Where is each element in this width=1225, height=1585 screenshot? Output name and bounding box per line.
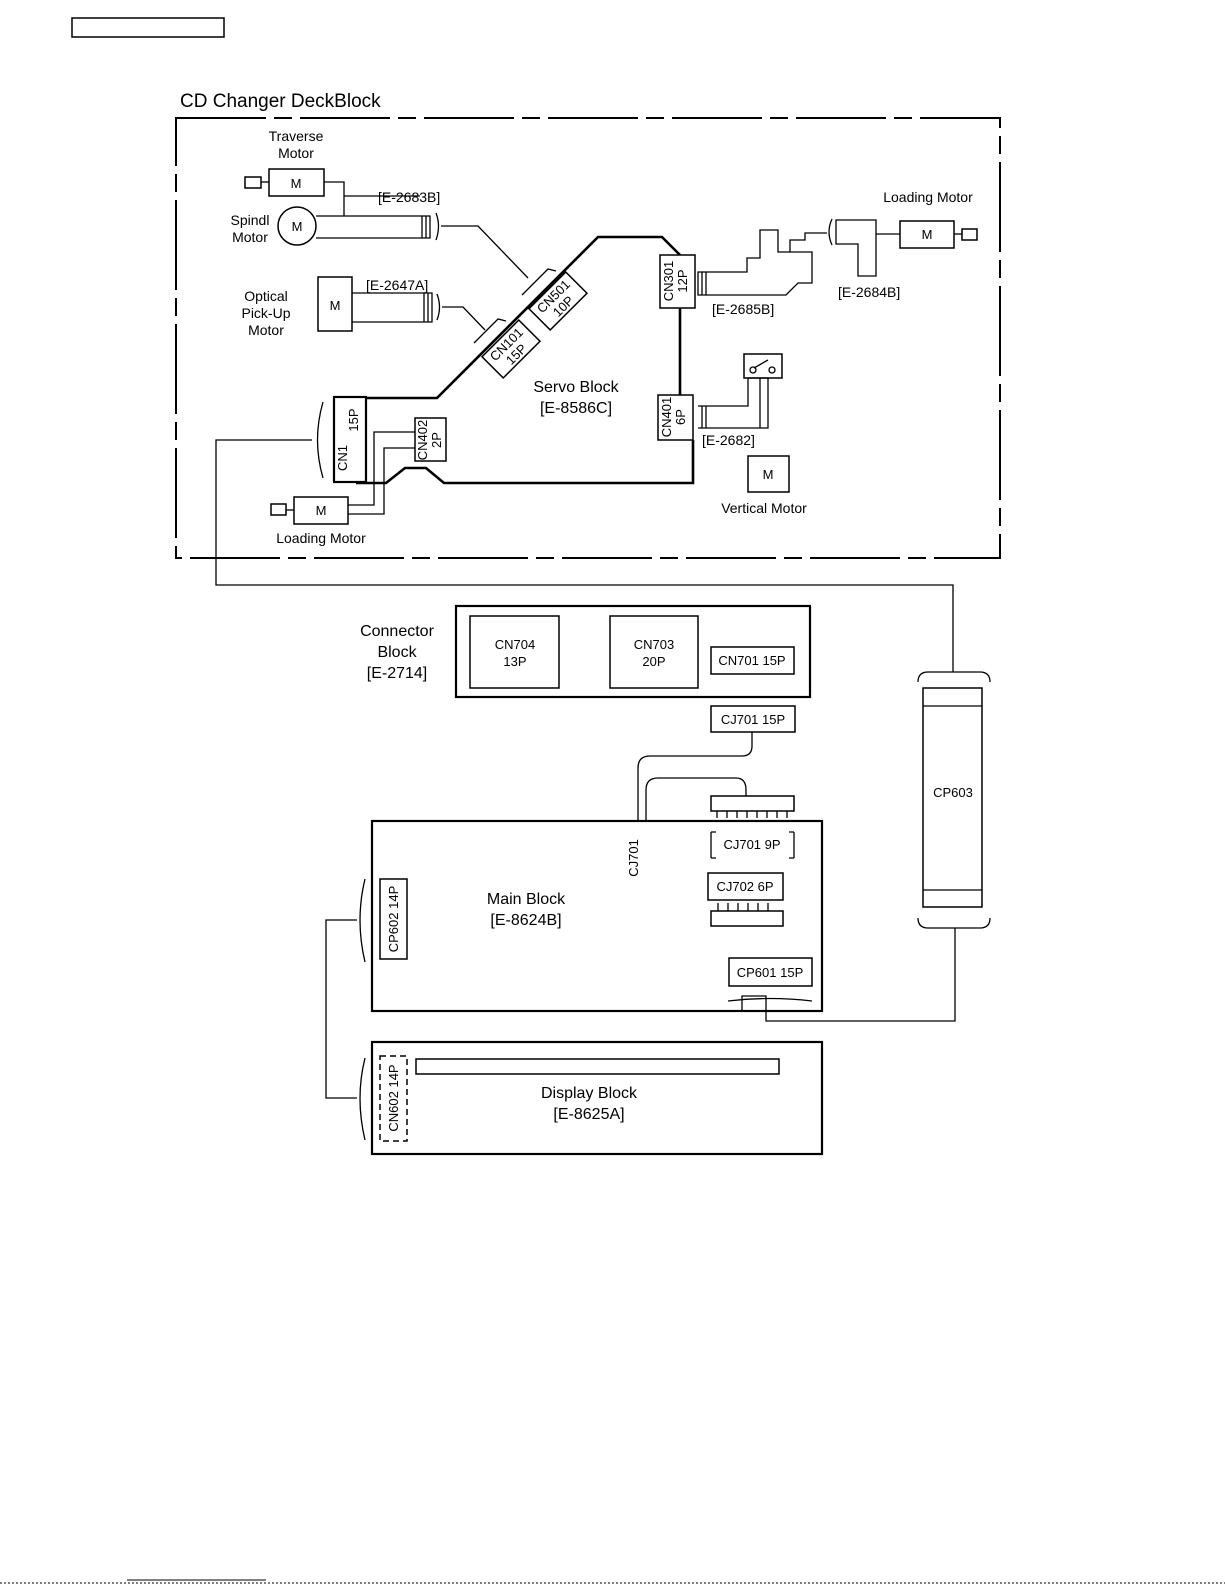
pcb-e2685b: [E-2685B] (712, 301, 774, 317)
loading-motor-right (899, 220, 955, 249)
connector-cj702 (707, 872, 784, 901)
connector-cj701-15p (710, 705, 796, 733)
cj701-vertical-label: CJ701 (626, 839, 641, 877)
connector-cn602 (379, 1055, 408, 1142)
loading-motor-left (293, 496, 349, 525)
connector-cn704 (469, 615, 560, 689)
cn602-label: CN602 14P (386, 1064, 401, 1131)
loading-motor-right-shaft (961, 228, 978, 241)
servo-block-label-2: [E-8586C] (540, 400, 612, 417)
spindle-motor-label-1: Spindl (231, 212, 270, 228)
cn703-pins: 20P (642, 654, 665, 669)
connector-block-label-3: [E-2714] (367, 665, 427, 682)
traverse-motor-label-2: Motor (278, 145, 314, 161)
main-block-label-1: Main Block (487, 891, 566, 908)
cable-cn1-to-cp603 (215, 439, 954, 672)
servo-outline-top (340, 235, 681, 400)
connector-block-label-1: Connector (360, 623, 434, 640)
connector-cn701 (710, 646, 795, 675)
pcb-e2683b: [E-2683B] (378, 189, 440, 205)
connector-block-label-2: Block (377, 644, 417, 661)
svg-text:6P: 6P (673, 409, 688, 425)
display-panel (415, 1058, 780, 1075)
deck-title: CD Changer DeckBlock (180, 91, 381, 112)
cn701-label: CN701 15P (718, 653, 785, 668)
e2685b-flex (697, 229, 813, 296)
spindle-motor-label-2: Motor (232, 229, 268, 245)
cn703-label: CN703 (634, 637, 674, 652)
optical-motor-label-1: Optical (244, 288, 288, 304)
vertical-motor-label: Vertical Motor (721, 500, 807, 516)
connector-cn703 (609, 615, 699, 689)
svg-text:CN301: CN301 (661, 261, 676, 301)
display-block-label-2: [E-8625A] (553, 1106, 624, 1123)
spindle-motor (277, 206, 317, 246)
svg-text:CN401: CN401 (659, 397, 674, 437)
pcb-e2682: [E-2682] (702, 432, 755, 448)
connector-cp603 (922, 687, 983, 908)
vertical-motor-symbol: M (763, 467, 774, 482)
connector-cn301: CN301 12P (659, 254, 696, 309)
cj701-9p-label: CJ701 9P (723, 837, 780, 852)
optical-motor (317, 276, 353, 332)
connector-cn1: CN1 15P (332, 395, 368, 484)
vertical-motor (747, 455, 790, 493)
cp601-label: CP601 15P (737, 965, 804, 980)
switch (743, 353, 783, 379)
optical-motor-symbol: M (330, 298, 341, 313)
optical-motor-label-3: Motor (248, 322, 284, 338)
pcb-e2647a: [E-2647A] (366, 277, 428, 293)
connector-cp602 (379, 878, 408, 960)
pin-header-top (710, 795, 795, 812)
servo-block-label-1: Servo Block (533, 379, 619, 396)
svg-text:CN1: CN1 (335, 445, 350, 471)
traverse-motor-shaft (244, 176, 262, 189)
cp602-label: CP602 14P (386, 886, 401, 953)
cable-cp602-to-cn602 (325, 919, 357, 1099)
svg-text:15P: 15P (346, 408, 361, 431)
svg-text:12P: 12P (675, 269, 690, 292)
cj701-15p-label: CJ701 15P (721, 712, 785, 727)
svg-text:2P: 2P (429, 432, 444, 448)
e2682-flex (698, 377, 769, 429)
cn704-pins: 13P (503, 654, 526, 669)
cn704-label: CN704 (495, 637, 535, 652)
connector-cp601 (728, 957, 813, 987)
traverse-motor-symbol: M (291, 176, 302, 191)
loading-motor-right-symbol: M (922, 227, 933, 242)
loading-motor-left-shaft (270, 503, 287, 516)
e2684b-flex (835, 219, 877, 277)
deck-block-frame (175, 117, 1001, 559)
servo-outline-bottom (356, 440, 695, 485)
header-box (71, 17, 225, 38)
connector-cn401: CN401 6P (657, 394, 694, 441)
display-block-label-1: Display Block (541, 1085, 638, 1102)
e2683b-flex (316, 181, 431, 239)
optical-motor-label-2: Pick-Up (241, 305, 290, 321)
cable-cp601-to-cp603 (741, 928, 956, 1022)
pin-header-bottom (710, 910, 784, 927)
svg-text:CN402: CN402 (415, 420, 430, 460)
connector-cn501: CN501 10P (527, 270, 589, 332)
cj702-label: CJ702 6P (716, 879, 773, 894)
pcb-e2684b: [E-2684B] (838, 284, 900, 300)
connector-cj701-9p (710, 831, 795, 859)
loading-motor-left-symbol: M (316, 503, 327, 518)
main-block-label-2: [E-8624B] (490, 912, 561, 929)
loading-motor-left-label: Loading Motor (276, 530, 366, 546)
traverse-motor-label-1: Traverse (269, 128, 324, 144)
connector-cn402: CN402 2P (414, 417, 447, 462)
spindle-motor-symbol: M (292, 219, 303, 234)
connector-cn101: CN101 15P (480, 318, 542, 380)
cp603-label: CP603 (933, 785, 973, 800)
loading-motor-right-label: Loading Motor (883, 189, 973, 205)
